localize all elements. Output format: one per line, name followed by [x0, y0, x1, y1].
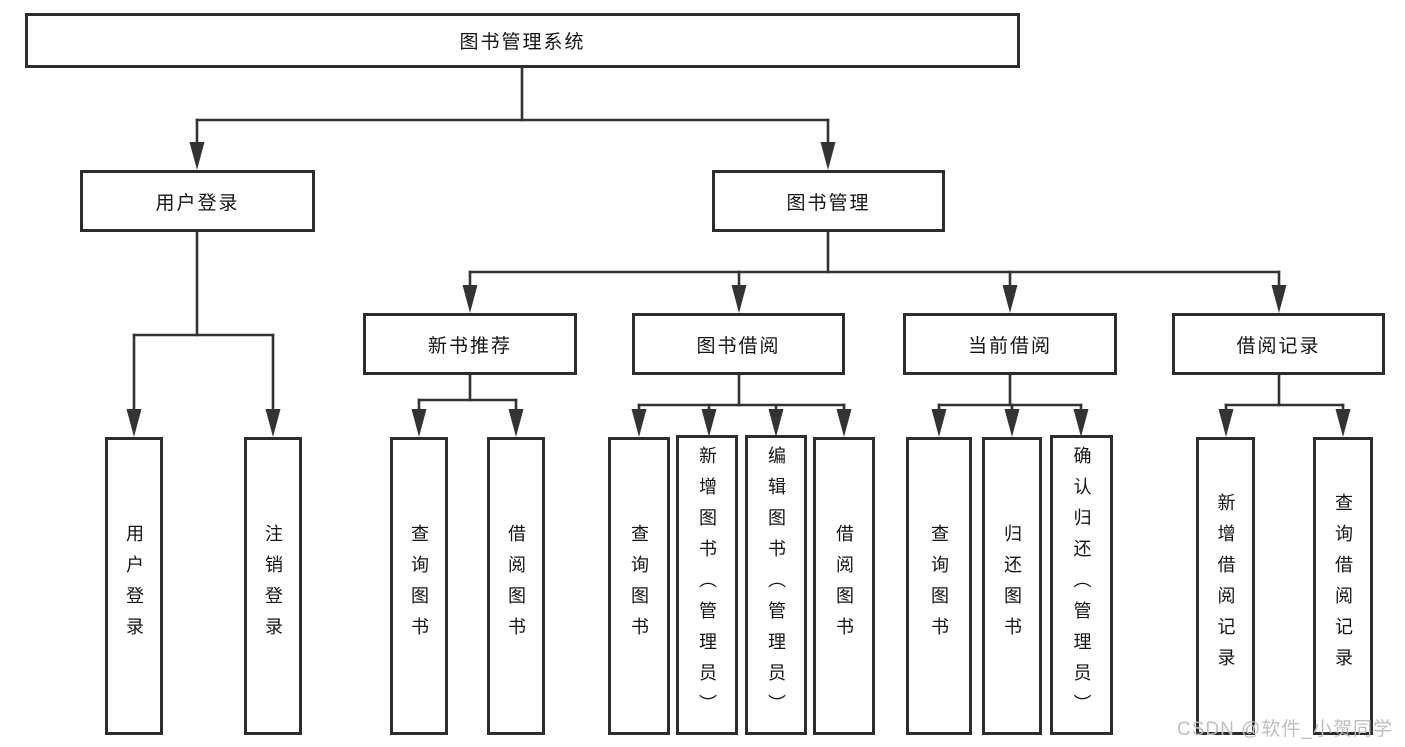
node-current-borrowing: 当前借阅 [903, 313, 1117, 375]
node-label: 查询图书 [409, 524, 429, 648]
node-label: 查询图书 [629, 524, 649, 648]
node-label: 用户登录 [124, 524, 144, 648]
node-edit-book-admin: 编辑图书（管理员） [745, 435, 807, 735]
node-logout: 注销登录 [244, 437, 302, 735]
node-user-login-leaf: 用户登录 [105, 437, 163, 735]
node-confirm-return-admin: 确认归还（管理员） [1050, 435, 1113, 735]
node-label: 借阅图书 [834, 524, 854, 648]
node-label: 当前借阅 [967, 335, 1052, 357]
node-label: 归还图书 [1002, 524, 1022, 648]
node-borrow-books-borrowing: 借阅图书 [813, 437, 875, 735]
node-add-borrow-record: 新增借阅记录 [1196, 437, 1255, 735]
node-label: 确认归还（管理员） [1071, 445, 1092, 725]
node-label: 编辑图书（管理员） [766, 445, 786, 725]
node-new-book-recommendation: 新书推荐 [363, 313, 577, 375]
node-book-borrowing: 图书借阅 [632, 313, 845, 375]
node-label: 注销登录 [263, 524, 283, 648]
node-label: 借阅图书 [506, 524, 526, 648]
node-label: 借阅记录 [1236, 335, 1321, 357]
node-label: 新增图书（管理员） [697, 445, 717, 725]
node-user-login: 用户登录 [80, 170, 315, 232]
node-label: 图书管理 [786, 192, 871, 214]
node-query-books-current: 查询图书 [906, 437, 972, 735]
node-label: 查询借阅记录 [1333, 493, 1353, 679]
node-query-books-recommend: 查询图书 [390, 437, 448, 735]
node-query-borrow-record: 查询借阅记录 [1313, 437, 1373, 735]
node-library-management-system: 图书管理系统 [25, 13, 1020, 68]
node-label: 新书推荐 [427, 335, 512, 357]
node-label: 新增借阅记录 [1215, 493, 1236, 679]
node-label: 图书管理系统 [459, 32, 586, 53]
node-label: 图书借阅 [696, 335, 781, 357]
node-label: 查询图书 [929, 524, 949, 648]
node-query-books-borrowing: 查询图书 [608, 437, 670, 735]
node-borrowing-records: 借阅记录 [1172, 313, 1385, 375]
node-book-management: 图书管理 [712, 170, 945, 232]
node-borrow-books-recommend: 借阅图书 [487, 437, 545, 735]
node-add-book-admin: 新增图书（管理员） [676, 435, 738, 735]
node-return-book: 归还图书 [982, 437, 1042, 735]
node-label: 用户登录 [155, 192, 240, 214]
